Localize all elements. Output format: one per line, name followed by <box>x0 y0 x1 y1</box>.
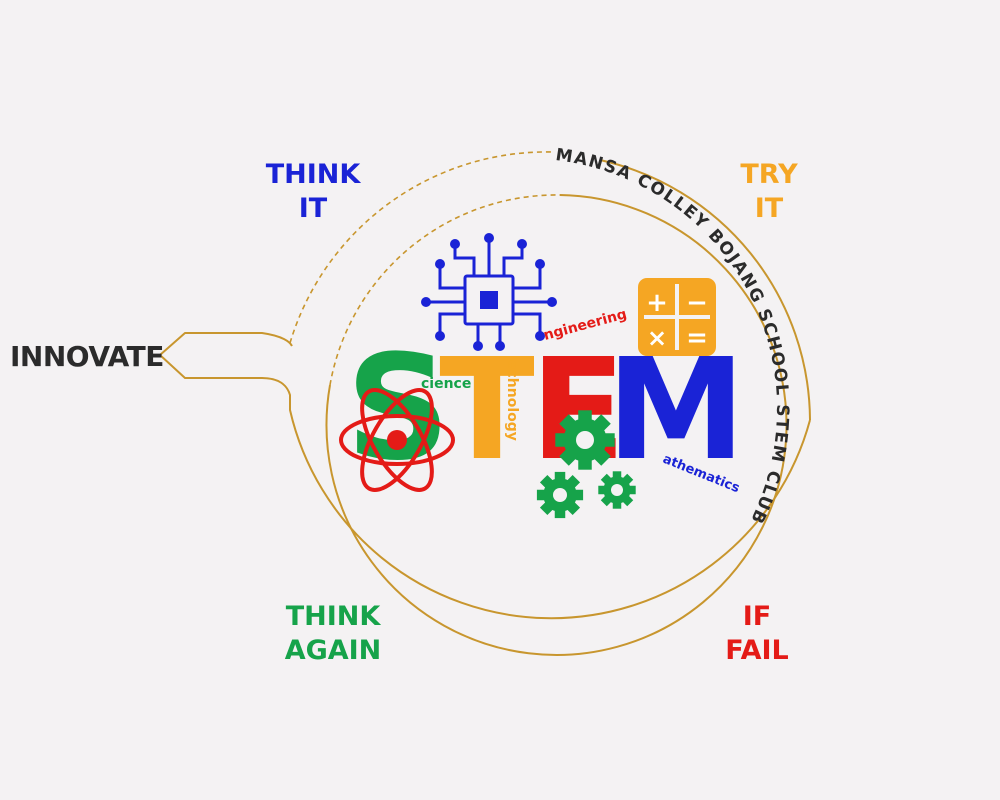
chip-icon <box>421 233 557 351</box>
inner-dashed-ring <box>329 194 561 386</box>
technology-label: echnology <box>504 360 520 441</box>
step-think-again: THINK AGAIN <box>268 600 398 668</box>
calc-plus: + <box>646 288 668 318</box>
calculator-icon: + − × = <box>638 278 716 356</box>
science-label: cience <box>421 376 471 392</box>
step-if-fail-line2: FAIL <box>725 635 789 666</box>
outer-ring-right <box>599 159 811 421</box>
stem-letter-e: E <box>530 329 626 492</box>
step-try-it-line1: TRY <box>740 159 798 190</box>
step-think-it: THINK IT <box>258 158 368 226</box>
stem-letter-m: M <box>606 329 745 492</box>
outer-ring-arrow <box>159 332 811 620</box>
step-if-fail: IF FAIL <box>712 600 802 668</box>
innovate-label: INNOVATE <box>10 340 164 373</box>
outer-dashed-ring <box>289 151 553 344</box>
calc-times: × <box>647 324 667 352</box>
calc-equals: = <box>686 323 708 353</box>
step-think-again-line1: THINK <box>285 601 381 632</box>
step-try-it: TRY IT <box>724 158 814 226</box>
inner-ring <box>325 194 788 656</box>
step-if-fail-line1: IF <box>742 601 772 632</box>
step-think-again-line2: AGAIN <box>284 635 382 666</box>
calc-minus: − <box>686 288 708 318</box>
step-try-it-line2: IT <box>754 193 784 224</box>
step-think-it-line1: THINK <box>265 159 361 190</box>
gear-icon <box>536 410 636 519</box>
atom-icon <box>339 388 455 492</box>
step-think-it-line2: IT <box>298 193 328 224</box>
stem-letter-t: T <box>439 329 535 492</box>
